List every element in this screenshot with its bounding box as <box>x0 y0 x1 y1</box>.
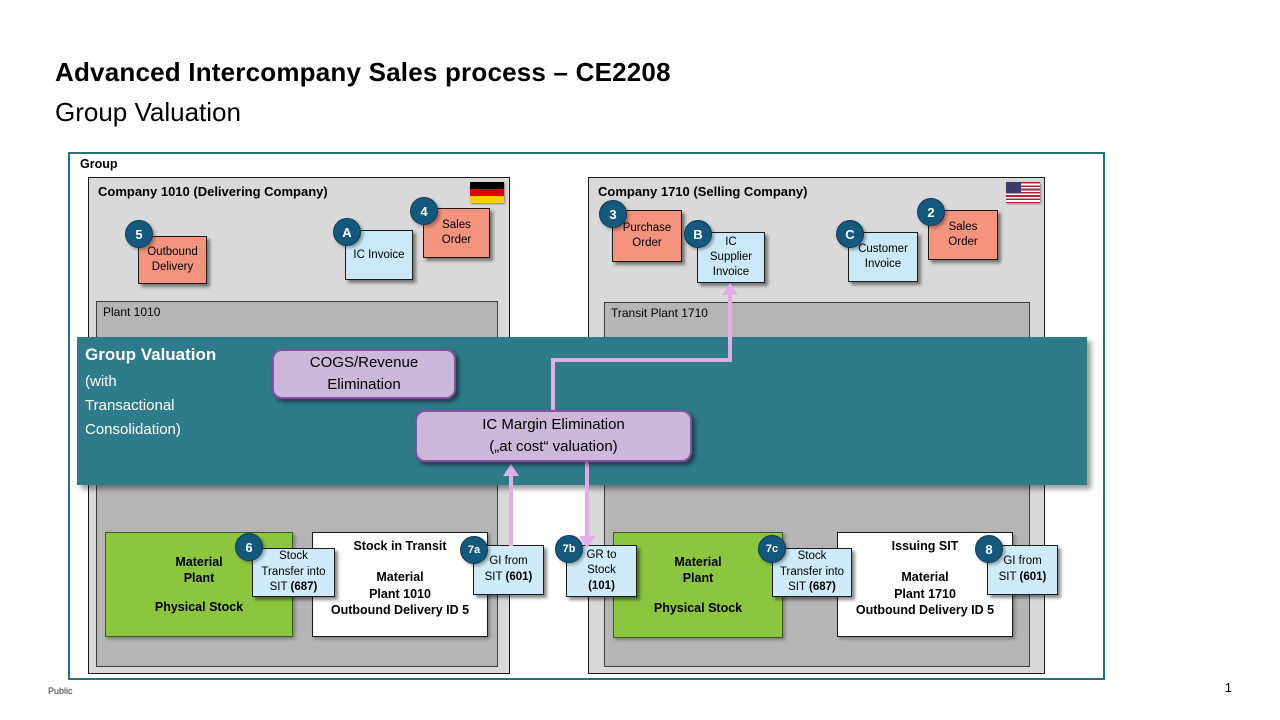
gi-from-sit-1010-code: (601) <box>505 571 533 583</box>
connector-horizontal <box>551 358 732 362</box>
material-plant-1010-title: Material Plant <box>175 554 223 585</box>
step-badge-6: 6 <box>235 533 263 561</box>
stock-transfer-sit-1010-code: (687) <box>290 581 318 594</box>
material-plant-1010-subtitle: Physical Stock <box>154 600 244 615</box>
gr-to-stock-text: GR to Stock <box>586 548 617 577</box>
ic-supplier-invoice-doc: IC Supplier Invoice <box>697 232 765 283</box>
ic-margin-elimination-box: IC Margin Elimination („at cost“ valuati… <box>415 410 692 462</box>
step-badge-b: B <box>684 220 712 248</box>
gi-from-sit-1010-text: GI from SIT <box>484 555 528 583</box>
usa-flag <box>1006 182 1040 203</box>
stock-transfer-sit-1710-text: Stock Transfer into SIT <box>779 550 845 594</box>
transit-plant-1710-label: Transit Plant 1710 <box>611 306 708 320</box>
company-1710-header: Company 1710 (Selling Company) <box>598 184 808 199</box>
step-badge-8: 8 <box>975 535 1003 563</box>
usa-flag-canton <box>1006 182 1021 193</box>
germany-flag-red-stripe <box>470 189 504 196</box>
germany-flag-black-stripe <box>470 182 504 189</box>
slide-title: Advanced Intercompany Sales process – CE… <box>55 57 671 87</box>
stock-transfer-sit-1010-box: Stock Transfer into SIT (687) <box>252 548 335 597</box>
stock-in-transit-detail: Material Plant 1010 Outbound Delivery ID… <box>330 570 470 617</box>
gi-from-sit-1710-code: (601) <box>1019 571 1047 583</box>
classification-label: Public <box>48 686 73 696</box>
step-badge-5: 5 <box>125 220 153 248</box>
company-1010-header: Company 1010 (Delivering Company) <box>98 184 328 199</box>
step-badge-3: 3 <box>599 200 627 228</box>
step-badge-c: C <box>836 220 864 248</box>
step-badge-4: 4 <box>410 197 438 225</box>
stock-in-transit-title: Stock in Transit <box>353 539 447 553</box>
germany-flag-gold-stripe <box>470 196 504 203</box>
issuing-sit-detail: Material Plant 1710 Outbound Delivery ID… <box>855 570 995 617</box>
material-plant-1710-title: Material Plant <box>674 555 722 586</box>
step-badge-2: 2 <box>917 198 945 226</box>
material-plant-1710-subtitle: Physical Stock <box>653 600 743 615</box>
connector-ic-supplier-vertical <box>728 293 732 360</box>
germany-flag <box>470 182 504 203</box>
purchase-order-doc: Purchase Order <box>612 210 682 262</box>
connector-gi-sit-up <box>509 474 513 546</box>
arrow-to-gr-stock <box>579 536 595 548</box>
stock-transfer-sit-1710-code: (687) <box>809 581 836 594</box>
step-badge-7a: 7a <box>460 536 488 564</box>
customer-invoice-doc: Customer Invoice <box>848 232 918 282</box>
page-number: 1 <box>1224 680 1232 695</box>
gr-to-stock-code: (101) <box>588 579 615 592</box>
connector-gr-stock-down <box>585 462 589 538</box>
gi-from-sit-1710-text: GI from SIT <box>998 555 1042 583</box>
step-badge-7c: 7c <box>758 535 786 563</box>
group-label: Group <box>80 157 118 171</box>
stock-transfer-sit-1710-box: Stock Transfer into SIT (687) <box>772 548 852 597</box>
arrow-to-ic-supplier-invoice <box>722 283 738 295</box>
step-badge-7b: 7b <box>555 535 583 563</box>
slide-subtitle: Group Valuation <box>55 97 241 127</box>
connector-ic-margin-top-vertical <box>551 360 555 412</box>
outbound-delivery-doc: Outbound Delivery <box>138 236 207 284</box>
plant-1010-label: Plant 1010 <box>103 305 161 319</box>
sales-order-1710-doc: Sales Order <box>928 210 998 260</box>
issuing-sit-title: Issuing SIT <box>891 539 959 553</box>
cogs-revenue-elimination-box: COGS/Revenue Elimination <box>272 349 456 399</box>
arrow-into-ic-margin <box>503 464 519 476</box>
ic-invoice-doc: IC Invoice <box>345 230 413 280</box>
sales-order-1010-doc: Sales Order <box>423 208 490 258</box>
group-valuation-band-subtitle: (with Transactional Consolidation) <box>85 373 181 438</box>
stock-transfer-sit-1010-text: Stock Transfer into SIT <box>261 550 326 594</box>
group-valuation-band-title: Group Valuation <box>85 345 217 364</box>
step-badge-a: A <box>333 218 361 246</box>
stock-in-transit-box: Stock in Transit Material Plant 1010 Out… <box>312 532 488 637</box>
